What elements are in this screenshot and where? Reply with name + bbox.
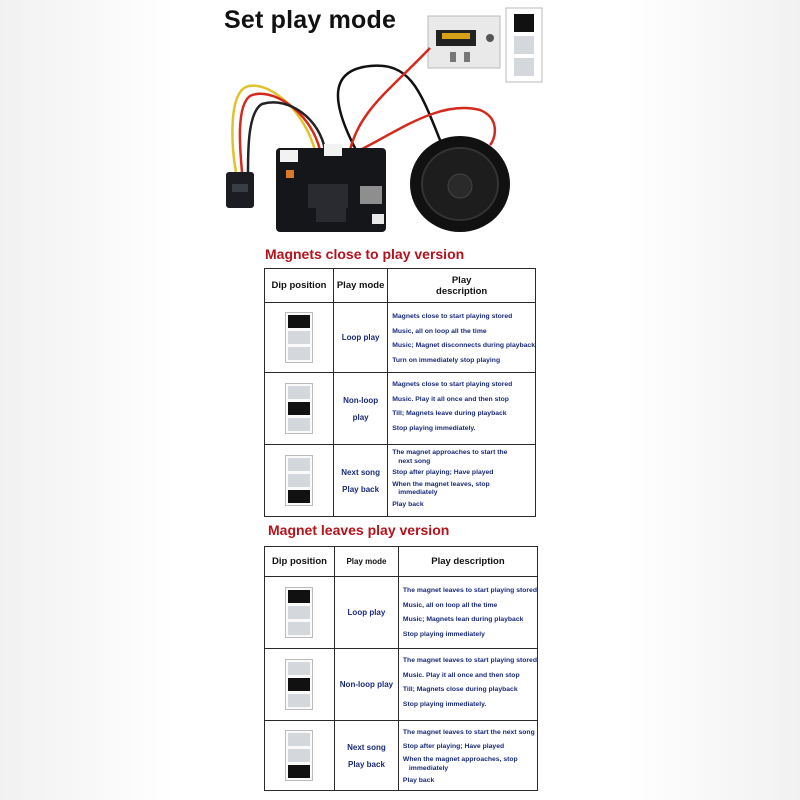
- play-mode-cell: Next song Play back: [333, 720, 399, 791]
- header-play-description: Play description: [387, 268, 536, 303]
- dip-cell: [264, 576, 335, 649]
- description-cell: Magnets close to start playing stored Mu…: [387, 372, 536, 445]
- header-dip-position: Dip position: [264, 546, 335, 577]
- header-play-mode: Play mode: [333, 546, 399, 577]
- dip-cell: [264, 302, 334, 373]
- dip-switch-icon: [285, 383, 313, 434]
- table-row: Next song Play back The magnet leaves to…: [264, 720, 539, 791]
- play-mode-cell: Non-loop play: [333, 648, 399, 721]
- description-cell: Magnets close to start playing stored Mu…: [387, 302, 536, 373]
- table-row: Loop play The magnet leaves to start pla…: [264, 576, 539, 649]
- play-mode-cell: Next song Play back: [332, 444, 389, 517]
- play-mode-cell: Non-loop play: [332, 372, 389, 445]
- page-title: Set play mode: [224, 6, 397, 34]
- header-dip-position: Dip position: [264, 268, 334, 303]
- table-row: Next song Play back The magnet approache…: [264, 444, 536, 517]
- section-title-leaves: Magnet leaves play version: [268, 522, 450, 538]
- description-cell: The magnet leaves to start playing store…: [397, 576, 539, 649]
- dip-cell: [264, 372, 334, 445]
- header-play-mode: Play mode: [332, 268, 389, 303]
- dip-switch-icon: [285, 455, 313, 506]
- dip-switch-icon: [285, 587, 314, 638]
- dip-cell: [264, 720, 335, 791]
- dip-switch-legend: [505, 7, 543, 83]
- dip-switch-icon: [285, 659, 314, 710]
- dip-switch-photo: [427, 15, 501, 69]
- table-row: Non-loop play Magnets close to start pla…: [264, 372, 536, 445]
- dip-switch-icon: [285, 312, 313, 363]
- description-cell: The magnet approaches to start the next …: [387, 444, 536, 517]
- dip-cell: [264, 648, 335, 721]
- play-mode-cell: Loop play: [332, 302, 389, 373]
- play-mode-table-leaves: Dip position Play mode Play description …: [264, 546, 539, 791]
- table-row: Non-loop play The magnet leaves to start…: [264, 648, 539, 721]
- description-cell: The magnet leaves to start the next song…: [397, 720, 539, 791]
- play-mode-table-close: Dip position Play mode Play description …: [264, 268, 536, 517]
- dip-switch-icon: [285, 730, 314, 781]
- table-row: Loop play Magnets close to start playing…: [264, 302, 536, 373]
- product-illustration: [226, 7, 543, 232]
- play-mode-cell: Loop play: [333, 576, 399, 649]
- dip-cell: [264, 444, 334, 517]
- description-cell: The magnet leaves to start playing store…: [397, 648, 539, 721]
- section-title-close: Magnets close to play version: [265, 246, 465, 262]
- header-play-description: Play description: [397, 546, 539, 577]
